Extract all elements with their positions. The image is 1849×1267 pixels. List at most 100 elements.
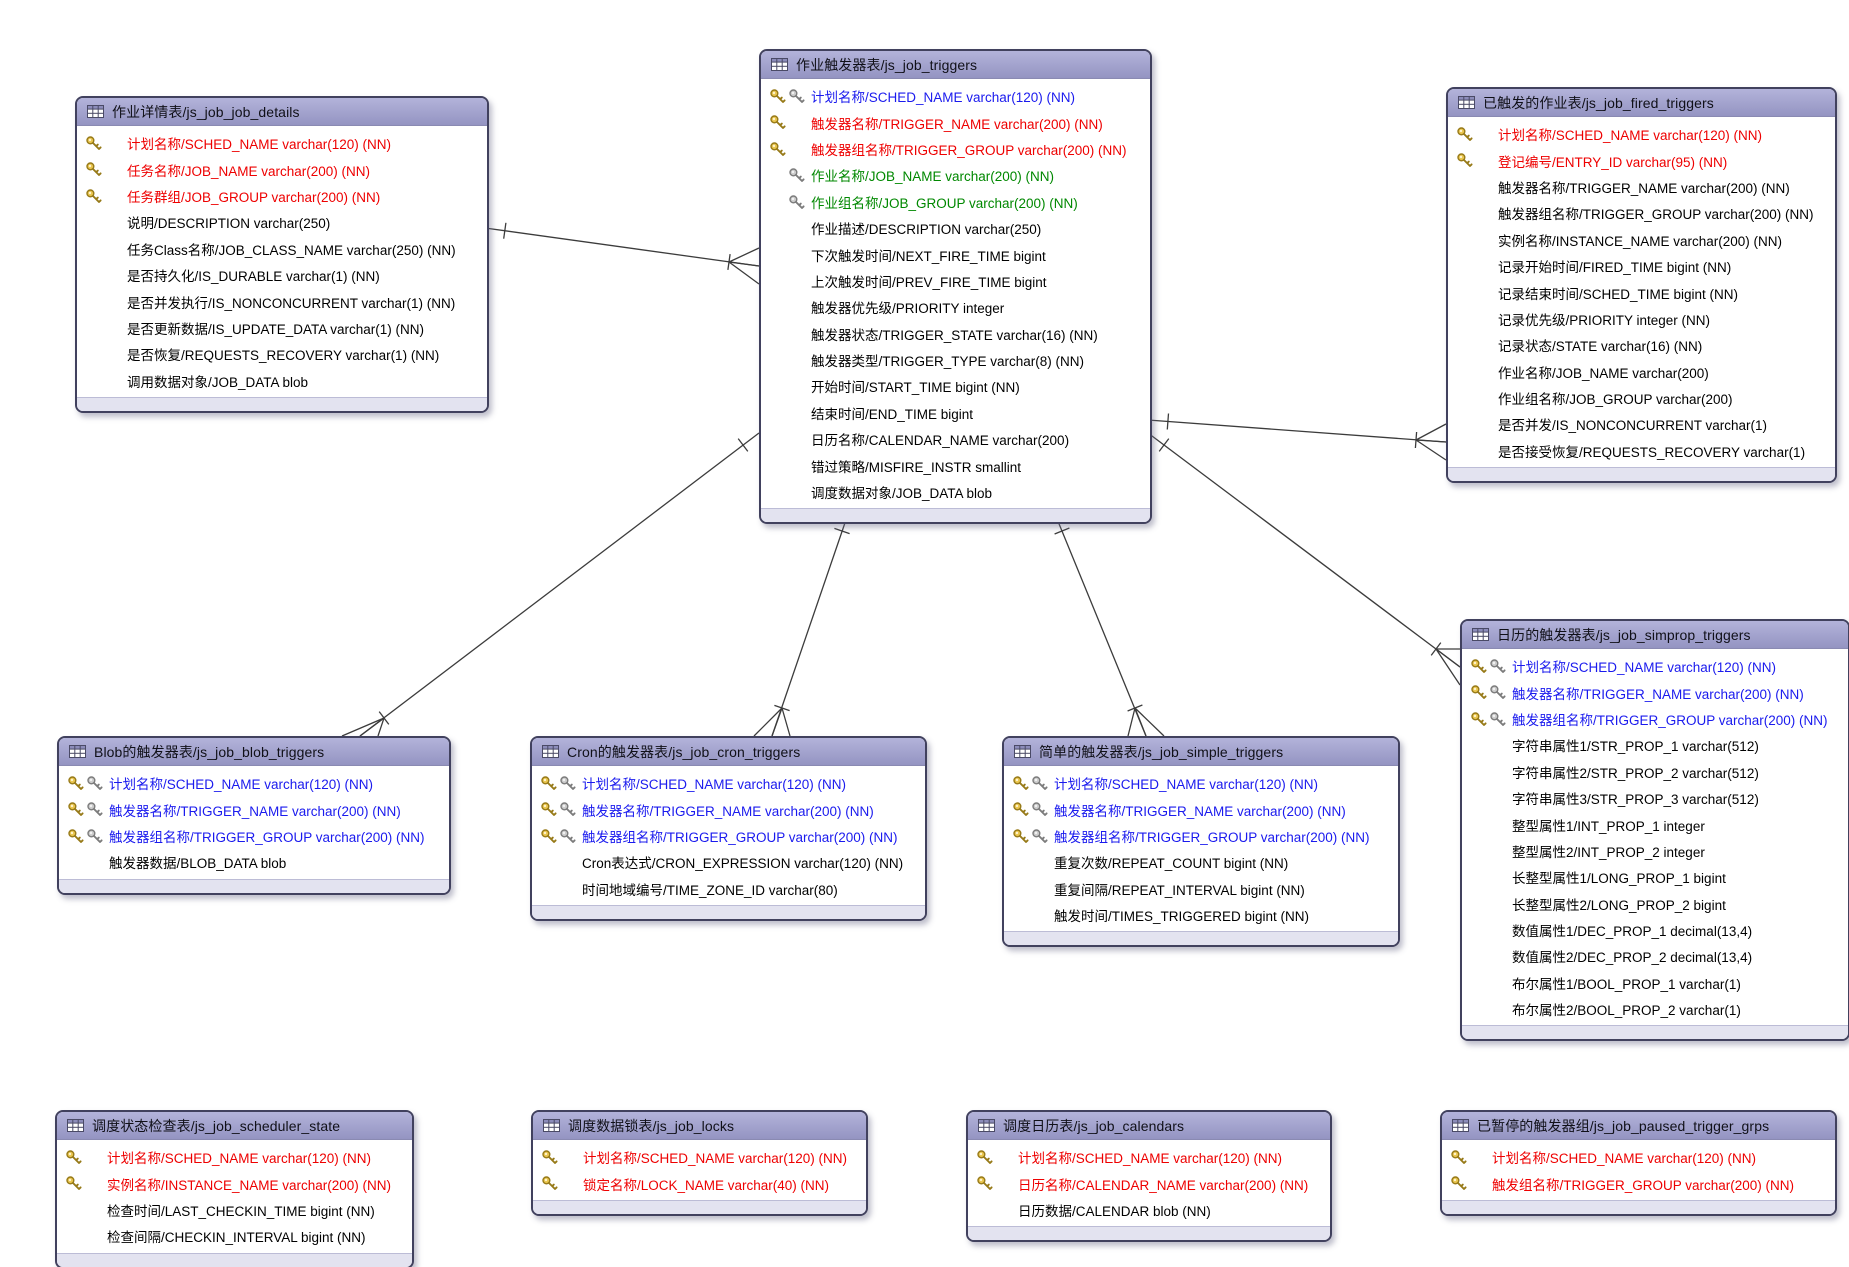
table-js_job_job_details[interactable]: 作业详情表/js_job_job_details 计划名称/SCHED_NAME…: [75, 96, 489, 413]
column-row[interactable]: 是否恢复/REQUESTS_RECOVERY varchar(1) (NN): [77, 341, 487, 367]
column-row[interactable]: Cron表达式/CRON_EXPRESSION varchar(120) (NN…: [532, 849, 925, 875]
column-row[interactable]: 字符串属性2/STR_PROP_2 varchar(512): [1462, 759, 1848, 785]
column-row[interactable]: 触发器组名称/TRIGGER_GROUP varchar(200) (NN): [1462, 706, 1848, 732]
column-row[interactable]: 是否并发执行/IS_NONCONCURRENT varchar(1) (NN): [77, 288, 487, 314]
column-row[interactable]: 日历数据/CALENDAR blob (NN): [968, 1197, 1330, 1223]
column-row[interactable]: 触发器组名称/TRIGGER_GROUP varchar(200) (NN): [532, 823, 925, 849]
table-js_job_simprop_triggers[interactable]: 日历的触发器表/js_job_simprop_triggers 计划名称/SCH…: [1460, 619, 1849, 1042]
column-row[interactable]: 任务名称/JOB_NAME varchar(200) (NN): [77, 156, 487, 182]
column-row[interactable]: 是否并发/IS_NONCONCURRENT varchar(1): [1448, 411, 1835, 437]
table-js_job_calendars[interactable]: 调度日历表/js_job_calendars 计划名称/SCHED_NAME v…: [966, 1110, 1332, 1243]
column-row[interactable]: 记录开始时间/FIRED_TIME bigint (NN): [1448, 253, 1835, 279]
er-table-header[interactable]: 简单的触发器表/js_job_simple_triggers: [1004, 738, 1398, 766]
column-row[interactable]: 触发器数据/BLOB_DATA blob: [59, 849, 449, 875]
relationship-triggers-to-cron-triggers[interactable]: [753, 513, 850, 737]
column-row[interactable]: 任务Class名称/JOB_CLASS_NAME varchar(250) (N…: [77, 236, 487, 262]
column-row[interactable]: 作业名称/JOB_NAME varchar(200): [1448, 359, 1835, 385]
column-row[interactable]: 触发器名称/TRIGGER_NAME varchar(200) (NN): [59, 796, 449, 822]
column-row[interactable]: 触发器名称/TRIGGER_NAME varchar(200) (NN): [1462, 679, 1848, 705]
table-js_job_paused_trigger_grps[interactable]: 已暂停的触发器组/js_job_paused_trigger_grps 计划名称…: [1440, 1110, 1837, 1216]
er-table-header[interactable]: 作业详情表/js_job_job_details: [77, 98, 487, 126]
er-table-header[interactable]: 调度数据锁表/js_job_locks: [533, 1112, 866, 1140]
column-row[interactable]: 计划名称/SCHED_NAME varchar(120) (NN): [57, 1144, 412, 1170]
column-row[interactable]: 实例名称/INSTANCE_NAME varchar(200) (NN): [57, 1170, 412, 1196]
column-row[interactable]: 数值属性1/DEC_PROP_1 decimal(13,4): [1462, 917, 1848, 943]
column-row[interactable]: 计划名称/SCHED_NAME varchar(120) (NN): [1448, 121, 1835, 147]
table-js_job_simple_triggers[interactable]: 简单的触发器表/js_job_simple_triggers 计划名称/SCHE…: [1002, 736, 1400, 948]
column-row[interactable]: 触发器组名称/TRIGGER_GROUP varchar(200) (NN): [1004, 823, 1398, 849]
column-row[interactable]: 计划名称/SCHED_NAME varchar(120) (NN): [532, 770, 925, 796]
column-row[interactable]: 计划名称/SCHED_NAME varchar(120) (NN): [59, 770, 449, 796]
column-row[interactable]: 计划名称/SCHED_NAME varchar(120) (NN): [761, 83, 1150, 109]
column-row[interactable]: 上次触发时间/PREV_FIRE_TIME bigint: [761, 268, 1150, 294]
column-row[interactable]: 下次触发时间/NEXT_FIRE_TIME bigint: [761, 241, 1150, 267]
table-js_job_scheduler_state[interactable]: 调度状态检查表/js_job_scheduler_state 计划名称/SCHE…: [55, 1110, 414, 1267]
table-js_job_blob_triggers[interactable]: Blob的触发器表/js_job_blob_triggers 计划名称/SCHE…: [57, 736, 451, 895]
column-row[interactable]: 调用数据对象/JOB_DATA blob: [77, 368, 487, 394]
column-row[interactable]: 检查时间/LAST_CHECKIN_TIME bigint (NN): [57, 1197, 412, 1223]
table-js_job_cron_triggers[interactable]: Cron的触发器表/js_job_cron_triggers 计划名称/SCHE…: [530, 736, 927, 921]
column-row[interactable]: 重复次数/REPEAT_COUNT bigint (NN): [1004, 849, 1398, 875]
relationship-job-details-to-triggers[interactable]: [484, 222, 760, 285]
er-table-header[interactable]: 调度日历表/js_job_calendars: [968, 1112, 1330, 1140]
column-row[interactable]: 触发器类型/TRIGGER_TYPE varchar(8) (NN): [761, 347, 1150, 373]
column-row[interactable]: 实例名称/INSTANCE_NAME varchar(200) (NN): [1448, 227, 1835, 253]
column-row[interactable]: 触发器名称/TRIGGER_NAME varchar(200) (NN): [1448, 174, 1835, 200]
column-row[interactable]: 触发器组名称/TRIGGER_GROUP varchar(200) (NN): [1448, 200, 1835, 226]
column-row[interactable]: 说明/DESCRIPTION varchar(250): [77, 209, 487, 235]
column-row[interactable]: 长整型属性2/LONG_PROP_2 bigint: [1462, 891, 1848, 917]
column-row[interactable]: 触发器名称/TRIGGER_NAME varchar(200) (NN): [1004, 796, 1398, 822]
relationship-triggers-to-blob-triggers[interactable]: [341, 432, 760, 737]
table-js_job_fired_triggers[interactable]: 已触发的作业表/js_job_fired_triggers 计划名称/SCHED…: [1446, 87, 1837, 484]
column-row[interactable]: 计划名称/SCHED_NAME varchar(120) (NN): [533, 1144, 866, 1170]
column-row[interactable]: 日历名称/CALENDAR_NAME varchar(200): [761, 426, 1150, 452]
column-row[interactable]: 是否接受恢复/REQUESTS_RECOVERY varchar(1): [1448, 438, 1835, 464]
column-row[interactable]: 作业描述/DESCRIPTION varchar(250): [761, 215, 1150, 241]
column-row[interactable]: 日历名称/CALENDAR_NAME varchar(200) (NN): [968, 1170, 1330, 1196]
column-row[interactable]: 触发器状态/TRIGGER_STATE varchar(16) (NN): [761, 321, 1150, 347]
column-row[interactable]: 布尔属性2/BOOL_PROP_2 varchar(1): [1462, 996, 1848, 1022]
column-row[interactable]: 触发器名称/TRIGGER_NAME varchar(200) (NN): [761, 109, 1150, 135]
column-row[interactable]: 检查间隔/CHECKIN_INTERVAL bigint (NN): [57, 1223, 412, 1249]
column-row[interactable]: 数值属性2/DEC_PROP_2 decimal(13,4): [1462, 943, 1848, 969]
column-row[interactable]: 记录优先级/PRIORITY integer (NN): [1448, 306, 1835, 332]
column-row[interactable]: 时间地域编号/TIME_ZONE_ID varchar(80): [532, 876, 925, 902]
column-row[interactable]: 作业组名称/JOB_GROUP varchar(200) (NN): [761, 189, 1150, 215]
column-row[interactable]: 重复间隔/REPEAT_INTERVAL bigint (NN): [1004, 876, 1398, 902]
er-table-header[interactable]: 日历的触发器表/js_job_simprop_triggers: [1462, 621, 1848, 649]
column-row[interactable]: 触发器组名称/TRIGGER_GROUP varchar(200) (NN): [761, 136, 1150, 162]
column-row[interactable]: 作业组名称/JOB_GROUP varchar(200): [1448, 385, 1835, 411]
column-row[interactable]: 布尔属性1/BOOL_PROP_1 varchar(1): [1462, 970, 1848, 996]
column-row[interactable]: 锁定名称/LOCK_NAME varchar(40) (NN): [533, 1170, 866, 1196]
table-js_job_triggers[interactable]: 作业触发器表/js_job_triggers 计划名称/SCHED_NAME v…: [759, 49, 1152, 525]
er-table-header[interactable]: 作业触发器表/js_job_triggers: [761, 51, 1150, 79]
column-row[interactable]: 计划名称/SCHED_NAME varchar(120) (NN): [1462, 653, 1848, 679]
column-row[interactable]: 长整型属性1/LONG_PROP_1 bigint: [1462, 864, 1848, 890]
column-row[interactable]: 计划名称/SCHED_NAME varchar(120) (NN): [77, 130, 487, 156]
er-table-header[interactable]: 已触发的作业表/js_job_fired_triggers: [1448, 89, 1835, 117]
column-row[interactable]: 是否持久化/IS_DURABLE varchar(1) (NN): [77, 262, 487, 288]
column-row[interactable]: 计划名称/SCHED_NAME varchar(120) (NN): [1004, 770, 1398, 796]
column-row[interactable]: 触发器优先级/PRIORITY integer: [761, 294, 1150, 320]
relationship-triggers-to-simple-triggers[interactable]: [1054, 513, 1165, 737]
er-table-header[interactable]: 调度状态检查表/js_job_scheduler_state: [57, 1112, 412, 1140]
column-row[interactable]: 整型属性2/INT_PROP_2 integer: [1462, 838, 1848, 864]
column-row[interactable]: 触发器组名称/TRIGGER_GROUP varchar(200) (NN): [59, 823, 449, 849]
column-row[interactable]: 错过策略/MISFIRE_INSTR smallint: [761, 452, 1150, 478]
column-row[interactable]: 开始时间/START_TIME bigint (NN): [761, 373, 1150, 399]
column-row[interactable]: 字符串属性3/STR_PROP_3 varchar(512): [1462, 785, 1848, 811]
column-row[interactable]: 登记编号/ENTRY_ID varchar(95) (NN): [1448, 147, 1835, 173]
column-row[interactable]: 是否更新数据/IS_UPDATE_DATA varchar(1) (NN): [77, 315, 487, 341]
column-row[interactable]: 记录结束时间/SCHED_TIME bigint (NN): [1448, 279, 1835, 305]
column-row[interactable]: 计划名称/SCHED_NAME varchar(120) (NN): [968, 1144, 1330, 1170]
table-js_job_locks[interactable]: 调度数据锁表/js_job_locks 计划名称/SCHED_NAME varc…: [531, 1110, 868, 1216]
column-row[interactable]: 计划名称/SCHED_NAME varchar(120) (NN): [1442, 1144, 1835, 1170]
relationship-triggers-to-simprop-triggers[interactable]: [1147, 432, 1461, 686]
er-table-header[interactable]: Cron的触发器表/js_job_cron_triggers: [532, 738, 925, 766]
er-table-header[interactable]: 已暂停的触发器组/js_job_paused_trigger_grps: [1442, 1112, 1835, 1140]
column-row[interactable]: 任务群组/JOB_GROUP varchar(200) (NN): [77, 183, 487, 209]
column-row[interactable]: 记录状态/STATE varchar(16) (NN): [1448, 332, 1835, 358]
column-row[interactable]: 作业名称/JOB_NAME varchar(200) (NN): [761, 162, 1150, 188]
column-row[interactable]: 整型属性1/INT_PROP_1 integer: [1462, 811, 1848, 837]
